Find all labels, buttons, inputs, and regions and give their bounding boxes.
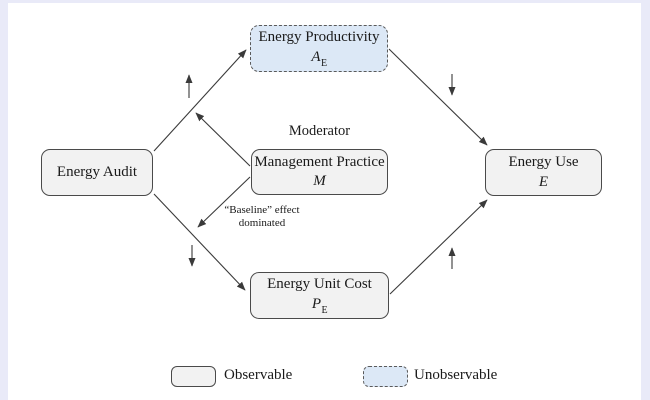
node-label: Energy Audit — [56, 163, 138, 180]
node-energy-audit: Energy Audit — [41, 149, 153, 196]
edge-moderator-to-upper-path — [195, 112, 251, 167]
legend-observable-swatch — [171, 366, 216, 387]
node-energy-productivity: Energy Productivity AE — [250, 25, 388, 72]
node-symbol: M — [313, 173, 326, 189]
node-symbol: E — [538, 173, 549, 190]
node-management-practice: Management Practice M — [251, 149, 388, 195]
page-canvas: Energy Productivity AE Energy Audit Mode… — [8, 3, 641, 400]
node-energy-use: Energy Use E — [485, 149, 602, 196]
baseline-effect-line1: “Baseline” effect — [224, 204, 300, 216]
edge-unit-cost-to-energy-use — [389, 199, 488, 295]
moderator-annotation: Moderator — [288, 123, 351, 139]
node-label: Energy Use — [508, 154, 579, 170]
node-label: Energy Unit Cost — [267, 276, 372, 293]
legend-unobservable-swatch — [363, 366, 408, 387]
legend-unobservable-label: Unobservable — [414, 367, 498, 383]
node-label: Management Practice — [254, 153, 385, 170]
edge-productivity-to-energy-use — [388, 48, 488, 146]
node-symbol: AE — [311, 48, 328, 69]
node-symbol: PE — [311, 295, 328, 316]
node-energy-unit-cost: Energy Unit Cost PE — [250, 272, 389, 319]
baseline-effect-line2: dominated — [238, 217, 286, 230]
edge-audit-to-productivity — [153, 49, 247, 152]
legend-observable-label: Observable — [224, 367, 293, 383]
baseline-effect-annotation: “Baseline” effect dominated — [207, 204, 317, 231]
node-label: Energy Productivity — [258, 29, 380, 46]
